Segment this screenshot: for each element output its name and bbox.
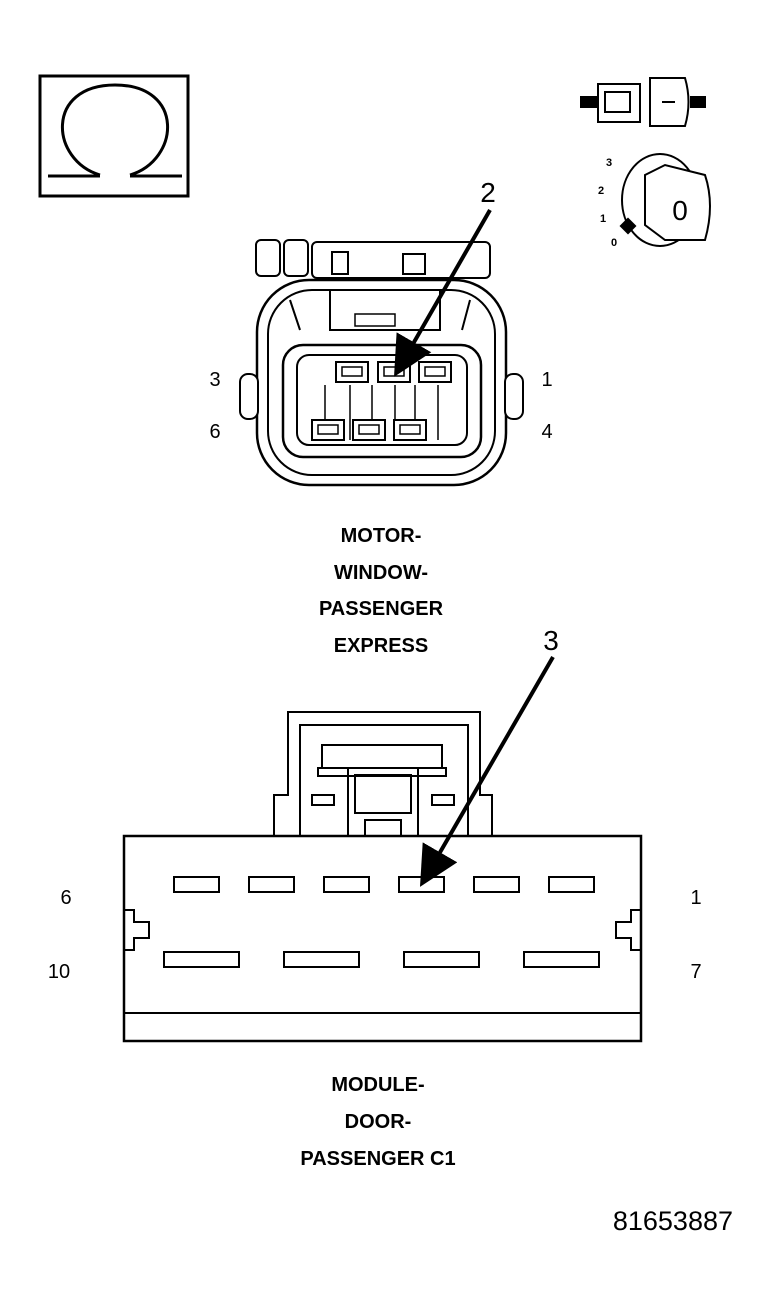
ignition-position-3: 3: [606, 157, 612, 169]
terminal-cavity: [163, 951, 240, 968]
ignition-key-label: 0: [672, 195, 688, 226]
pin-label: 3: [209, 369, 220, 391]
ohmmeter-icon: [38, 74, 190, 198]
pin-label: 1: [541, 369, 552, 391]
connector-title-line: WINDOW-: [334, 562, 428, 584]
terminal-cavity: [323, 876, 370, 893]
pin-label: 1: [690, 887, 701, 909]
connector-motor-window: [239, 239, 524, 487]
terminal-cavity: [523, 951, 600, 968]
terminal-cavity: [393, 419, 427, 441]
ignition-position-0: 0: [611, 237, 617, 249]
terminal-cavity: [283, 951, 360, 968]
pin-label: 6: [60, 887, 71, 909]
terminal-cavity: [352, 419, 386, 441]
connector-title-line: MOTOR-: [341, 525, 422, 547]
terminal-cavity: [377, 361, 411, 383]
connector-title-line: MODULE-: [331, 1074, 424, 1096]
pin-label: 4: [541, 421, 552, 443]
pin-label: 10: [48, 961, 70, 983]
reference-number: 81653887: [613, 1206, 733, 1236]
terminal-cavity: [403, 951, 480, 968]
terminal-cavity: [311, 419, 345, 441]
terminal-cavity: [548, 876, 595, 893]
pin-label: 7: [690, 961, 701, 983]
ignition-position-1: 1: [600, 213, 606, 225]
callout-number: 3: [543, 625, 559, 656]
connector-title-line: EXPRESS: [334, 635, 428, 657]
callout-arrow: [394, 209, 492, 377]
connector-title-line: PASSENGER C1: [300, 1148, 455, 1170]
terminal-cavity: [335, 361, 369, 383]
terminal-cavity: [473, 876, 520, 893]
callout-arrow: [419, 655, 555, 887]
connector-door-module: [122, 711, 643, 1043]
terminal-cavity: [418, 361, 452, 383]
terminal-cavity: [173, 876, 220, 893]
connector-title-line: PASSENGER: [319, 598, 444, 620]
connector-title-line: DOOR-: [345, 1111, 412, 1133]
ignition-switch-icon: 0 3 2 1 0: [598, 153, 711, 249]
terminal-cavity: [248, 876, 295, 893]
terminal-cavity: [398, 876, 445, 893]
pin-label: 6: [209, 421, 220, 443]
ignition-position-2: 2: [598, 185, 604, 197]
disconnected-connector-icon: [580, 77, 706, 127]
callout-number: 2: [480, 177, 496, 208]
